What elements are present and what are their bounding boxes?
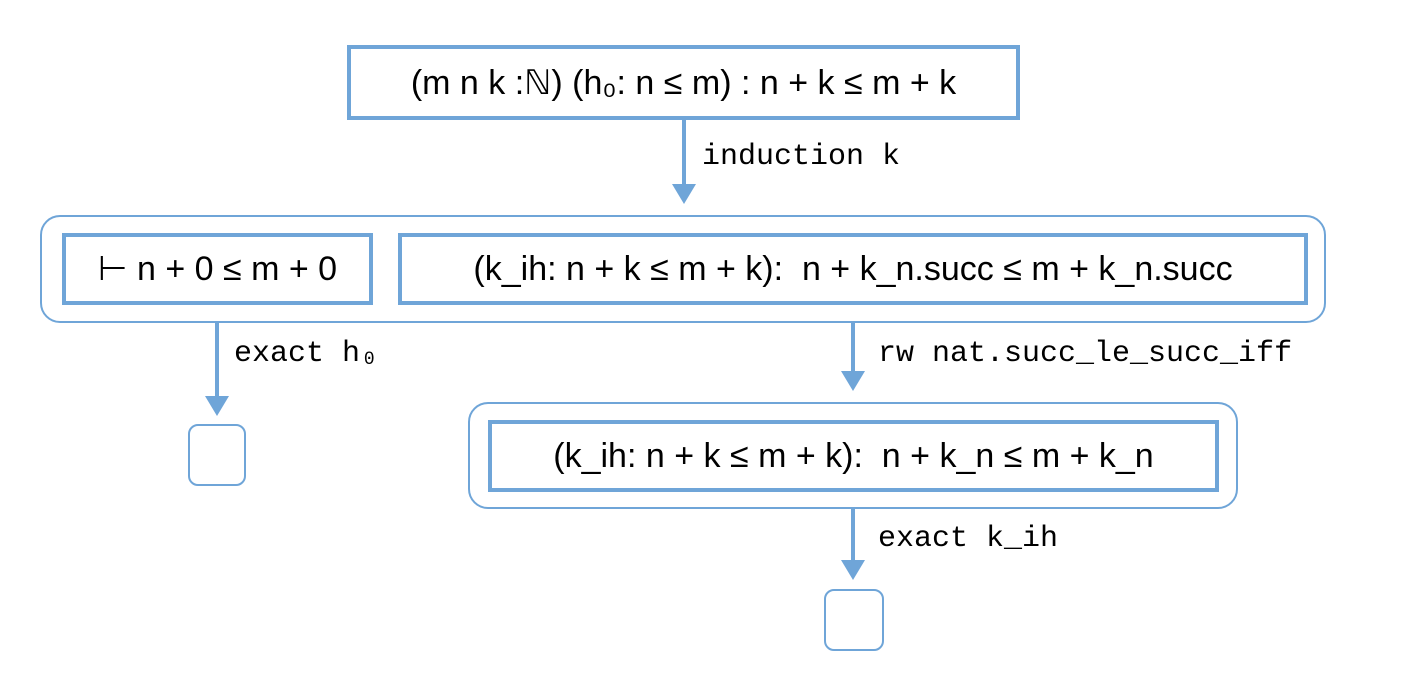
inductive-step-goal-box: (k_ih: n + k ≤ m + k): n + k_n.succ ≤ m … xyxy=(398,233,1308,305)
base-case-goal-text: ⊢ n + 0 ≤ m + 0 xyxy=(97,250,338,288)
tactic-exact-ih-label: exact k_ih xyxy=(878,522,1059,556)
tactic-exact-base-label: exact h₀ xyxy=(234,337,379,371)
base-case-solved-box xyxy=(188,424,246,486)
inductive-step-goal-text: (k_ih: n + k ≤ m + k): n + k_n.succ ≤ m … xyxy=(473,249,1233,288)
rewritten-goal-box: (k_ih: n + k ≤ m + k): n + k_n ≤ m + k_n xyxy=(488,420,1219,492)
root-goal-box: (m n k :ℕ) (h₀: n ≤ m) : n + k ≤ m + k xyxy=(347,45,1020,120)
root-goal-text: (m n k :ℕ) (h₀: n ≤ m) : n + k ≤ m + k xyxy=(410,63,957,102)
inductive-step-solved-box xyxy=(824,589,884,651)
rewritten-goal-text: (k_ih: n + k ≤ m + k): n + k_n ≤ m + k_n xyxy=(553,436,1154,475)
tactic-induction-label: induction k xyxy=(702,140,901,174)
tactic-rw-label: rw nat.succ_le_succ_iff xyxy=(878,337,1293,371)
base-case-goal-box: ⊢ n + 0 ≤ m + 0 xyxy=(62,233,373,305)
